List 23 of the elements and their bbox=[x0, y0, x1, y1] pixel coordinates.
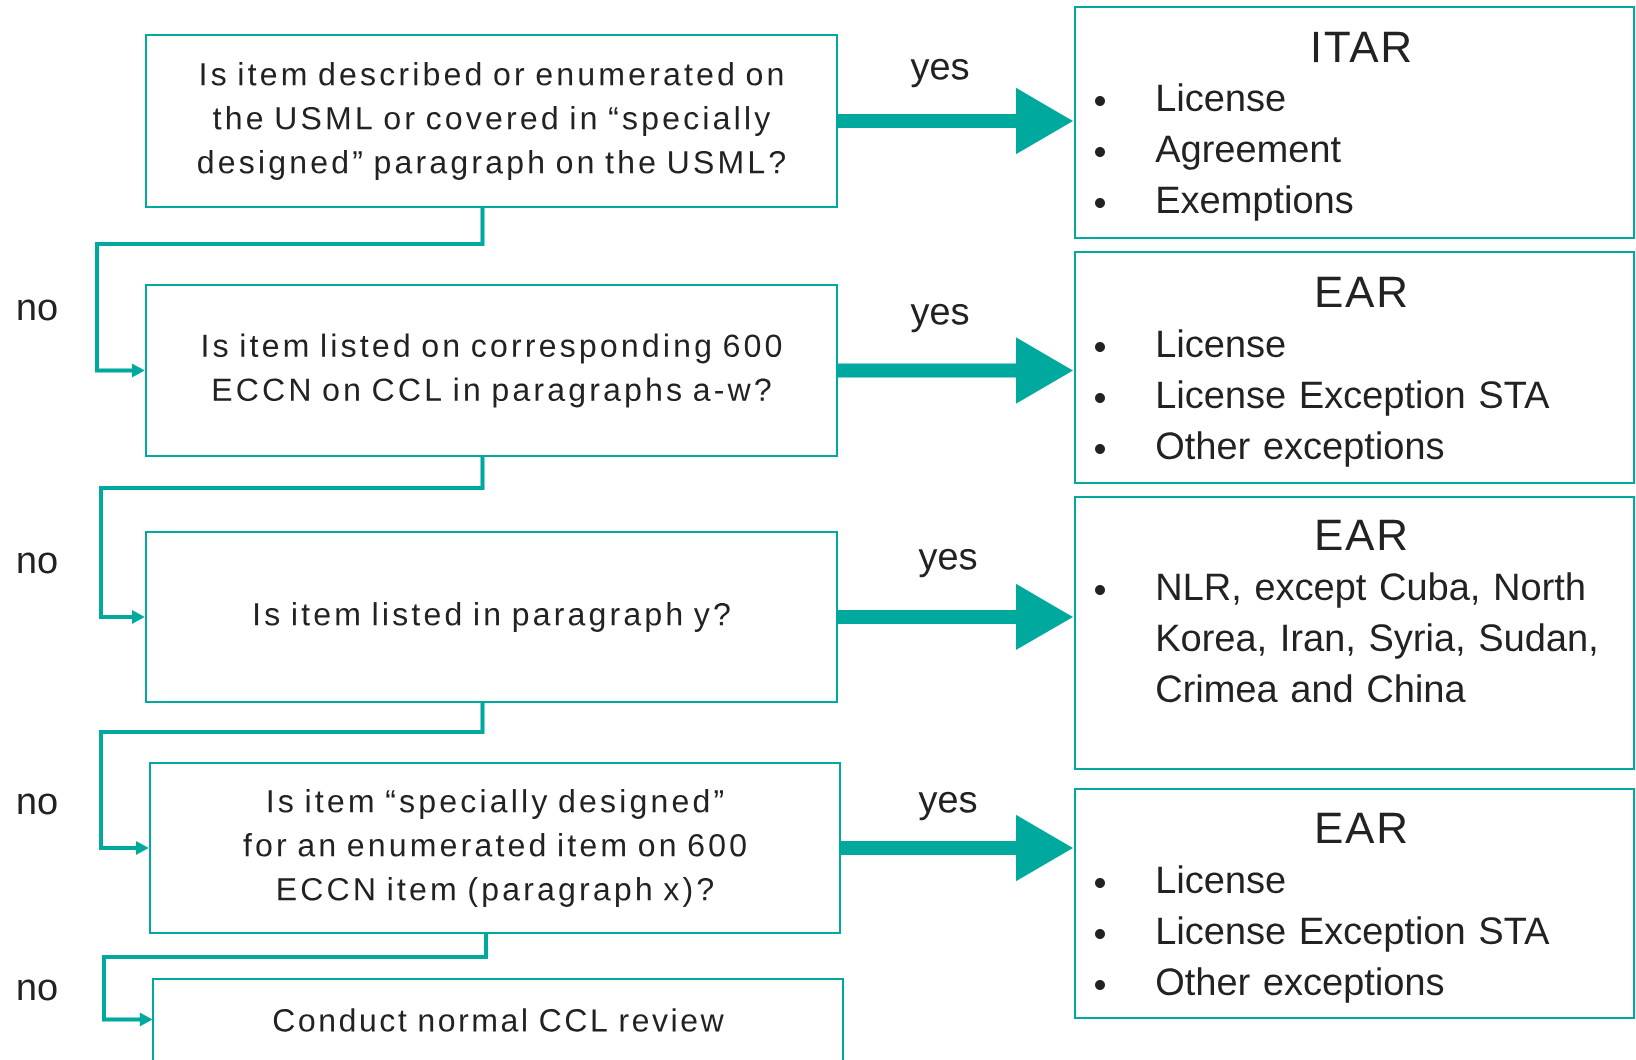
bullet-item: License Exception STA bbox=[1095, 380, 1550, 416]
box-heading: EAR bbox=[1317, 276, 1406, 308]
question-box: Is item listed on corresponding 600 ECCN on CCL in paragraphs a-w? bbox=[145, 284, 838, 457]
bullet-item: License Exception STA bbox=[1095, 916, 1550, 952]
bullet-item: Other exceptions bbox=[1095, 431, 1444, 467]
question-box: Is item listed in paragraph y? bbox=[145, 531, 838, 703]
box-heading: ITAR bbox=[1313, 31, 1411, 63]
bullet-item: License bbox=[1095, 329, 1285, 358]
bullet-item: Agreement bbox=[1095, 135, 1341, 170]
box-heading: EAR bbox=[1317, 519, 1406, 551]
edge-label: yes bbox=[916, 546, 980, 580]
bullet-item: NLR, except Cuba, North Korea, Iran, Syria, Sudan, Crimea and China bbox=[1095, 572, 1596, 703]
bullet-item: License bbox=[1095, 83, 1285, 112]
edge-label: yes bbox=[916, 789, 980, 823]
bullet-item: License bbox=[1095, 865, 1285, 894]
edge-label: yes bbox=[908, 56, 972, 90]
edge-label: yes bbox=[908, 301, 972, 335]
bullet-item: Exemptions bbox=[1095, 185, 1353, 221]
box-heading: EAR bbox=[1317, 812, 1406, 844]
question-box: Is item described or enumerated on the USML or covered in “specially designed” paragraph on the USML? bbox=[145, 34, 838, 208]
question-box: Is item “specially designed” for an enumerated item on 600 ECCN item (paragraph x)? bbox=[149, 762, 841, 934]
question-box: Conduct normal CCL review bbox=[152, 978, 844, 1060]
bullet-item: Other exceptions bbox=[1095, 967, 1444, 1003]
